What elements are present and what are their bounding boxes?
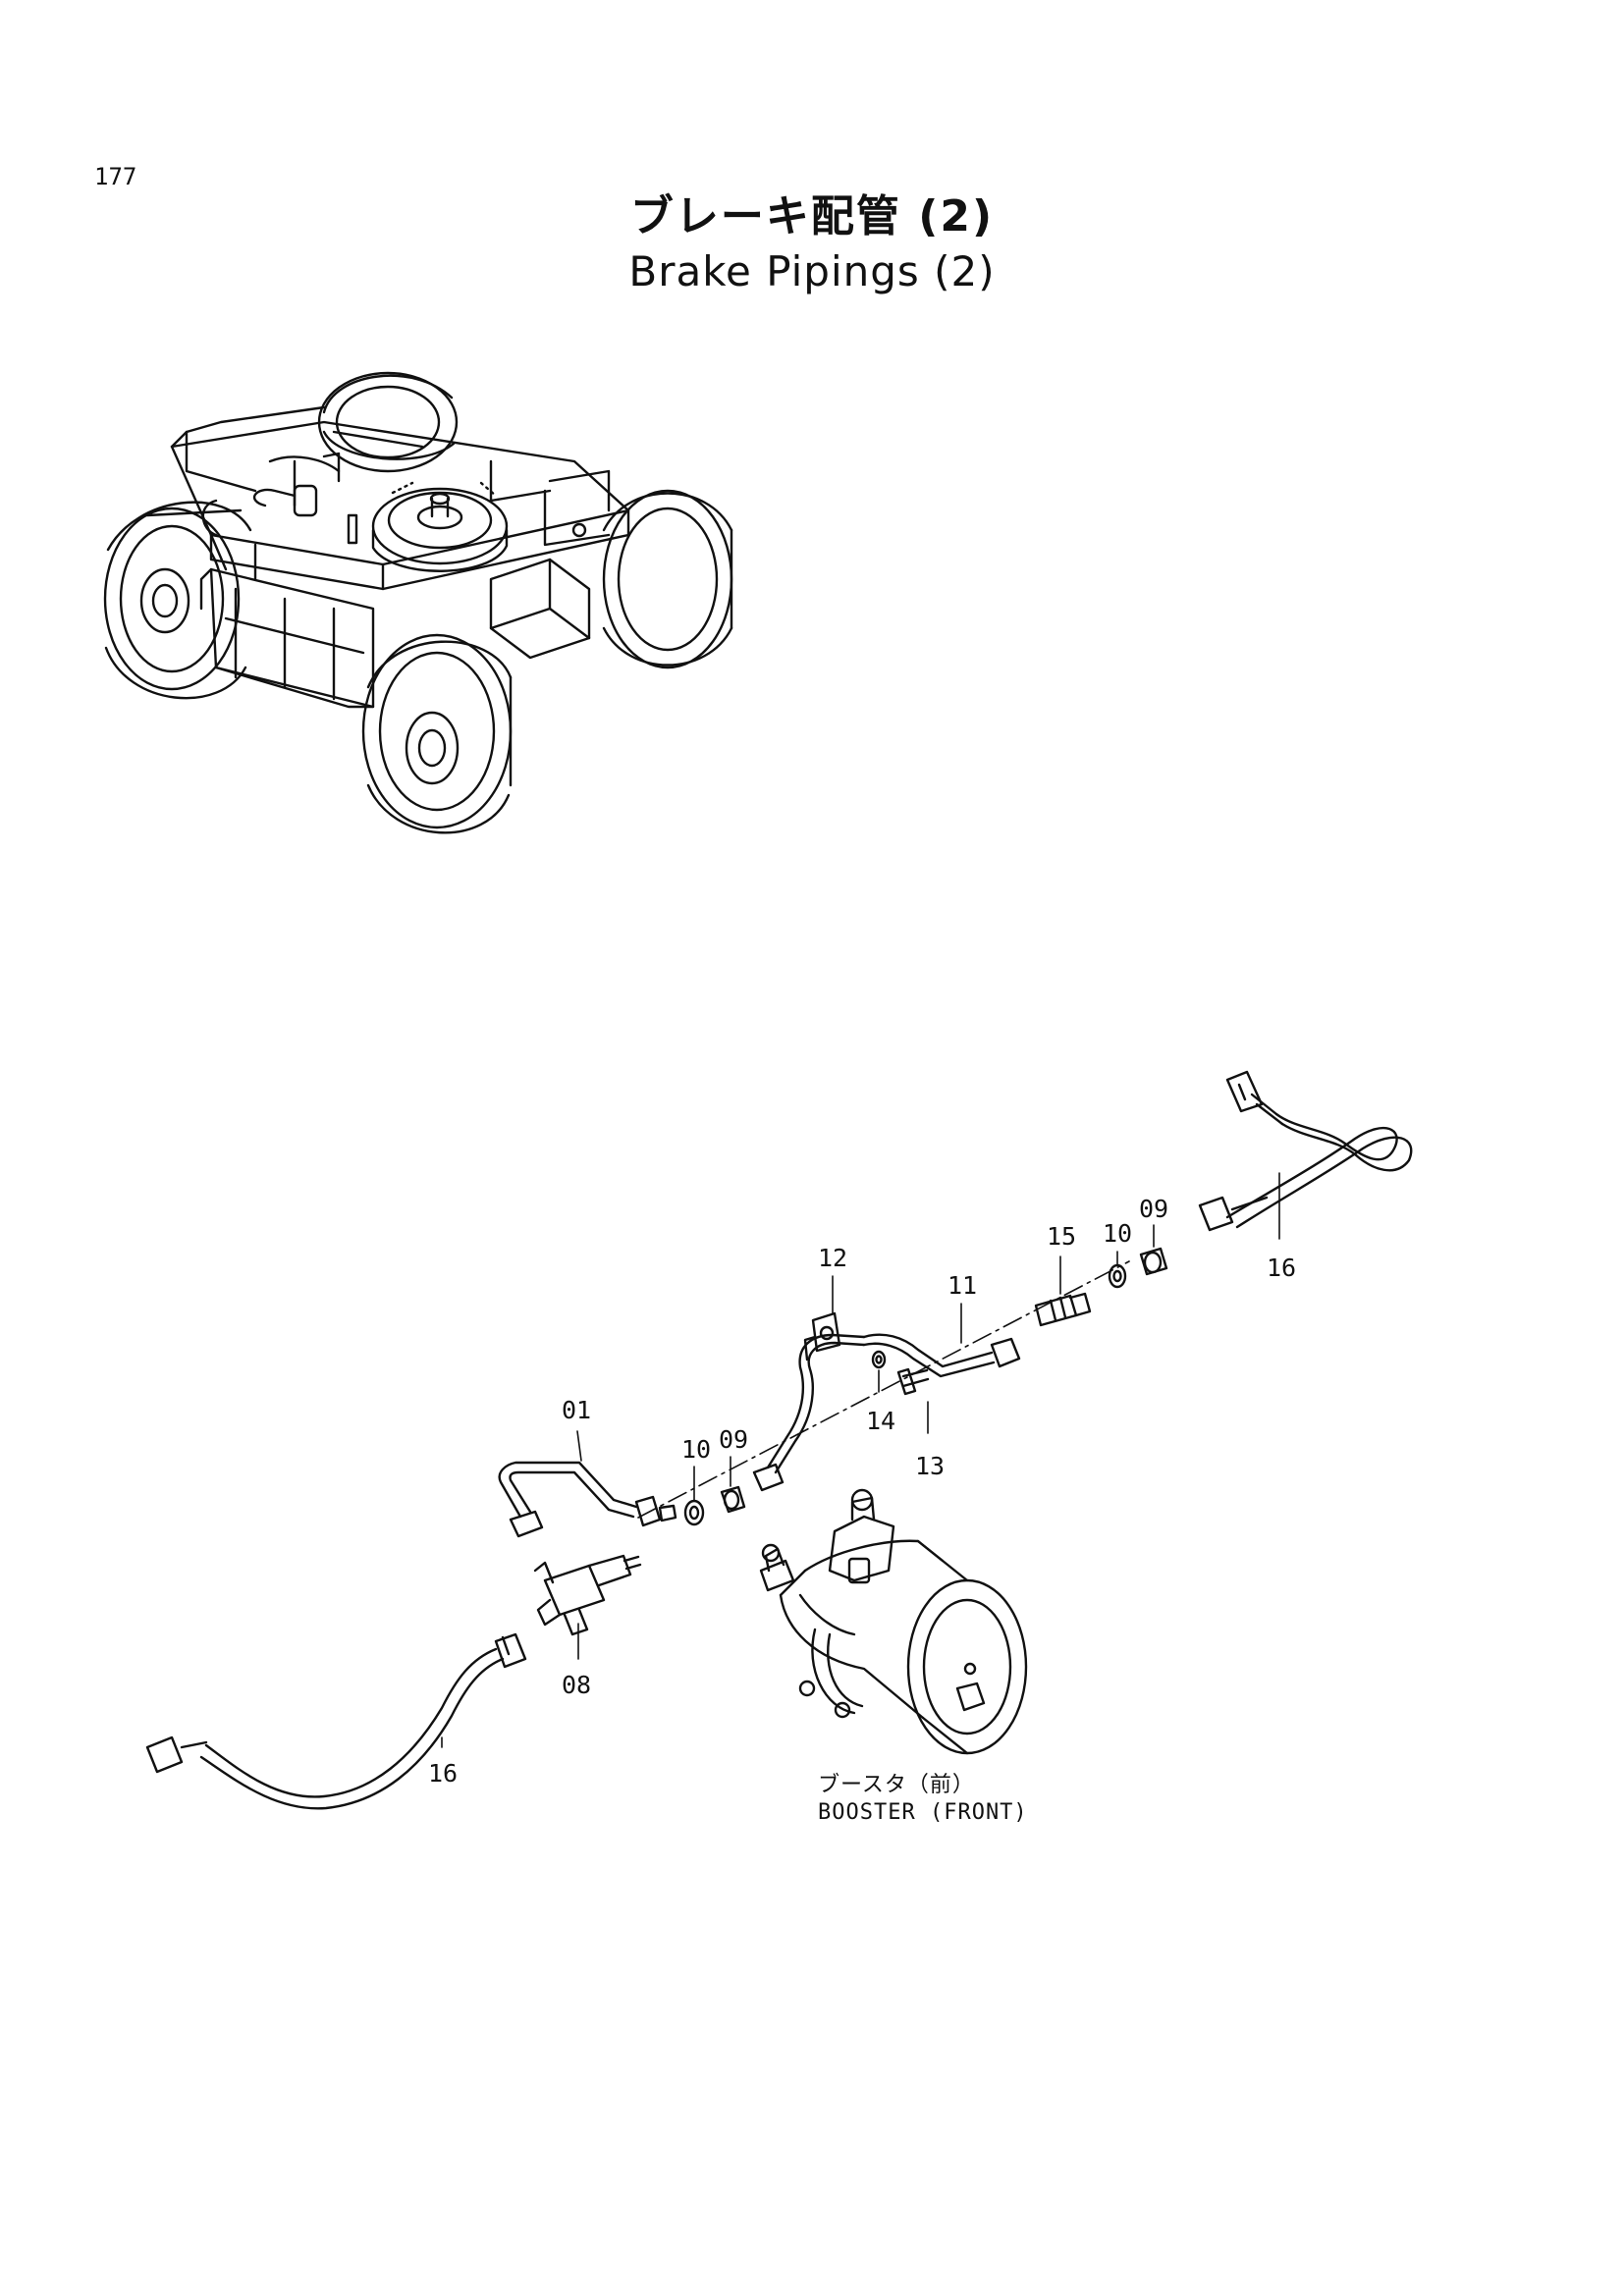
part-14-washer: [871, 1350, 887, 1369]
callout-part-09-upper: 09: [1139, 1195, 1168, 1223]
rear-left-wheel: [317, 371, 459, 473]
part-09-nut-lower: [720, 1485, 746, 1514]
callout-part-16-upper: 16: [1267, 1254, 1296, 1282]
part-11-pipe: [752, 1333, 1021, 1492]
booster-front: [759, 1488, 1028, 1755]
part-08-tee-fitting: [533, 1554, 642, 1636]
rear-right-wheel: [602, 489, 733, 669]
callout-part-01: 01: [562, 1396, 591, 1424]
part-15-adapter: [1034, 1292, 1092, 1327]
part-16-hose-lower: [145, 1632, 527, 1810]
part-09-nut-upper: [1139, 1247, 1168, 1276]
page-number: 177: [94, 163, 137, 190]
chassis-overview-illustration: [103, 371, 733, 834]
part-10-washer-lower: [683, 1499, 705, 1526]
front-left-wheel: [103, 501, 252, 700]
page-title-english: Brake Pipings (2): [628, 247, 996, 295]
assembly-center-line: [637, 1260, 1130, 1519]
page-title-japanese: ブレーキ配管 (2): [629, 191, 995, 241]
callout-part-10-lower: 10: [681, 1435, 711, 1464]
part-10-washer-upper: [1108, 1263, 1127, 1289]
frame-fittings: [201, 452, 587, 545]
callout-part-13: 13: [915, 1452, 945, 1480]
part-01-pipe: [498, 1461, 677, 1538]
part-16-hose-upper: [1198, 1070, 1413, 1232]
turntable: [371, 481, 509, 572]
part-13-bolt: [896, 1367, 930, 1396]
callout-leader-lines: [441, 1172, 1280, 1748]
callout-part-12: 12: [818, 1244, 847, 1272]
callout-part-14: 14: [866, 1407, 895, 1435]
callout-part-16-lower: 16: [428, 1759, 458, 1788]
callout-part-11: 11: [947, 1271, 977, 1300]
callout-part-09-lower: 09: [719, 1425, 748, 1454]
front-right-wheel: [361, 633, 513, 834]
callout-labels: 01 08 09 09 10 10 11 12 13 14 15 16 16: [428, 1195, 1296, 1788]
booster-label-english: BOOSTER (FRONT): [818, 1800, 1028, 1825]
callout-part-15: 15: [1047, 1222, 1076, 1251]
callout-part-08: 08: [562, 1671, 591, 1699]
part-12-clamp: [803, 1311, 841, 1362]
callout-part-10-upper: 10: [1103, 1219, 1132, 1248]
booster-label-japanese: ブースタ（前）: [818, 1773, 975, 1797]
chassis-frame: [170, 405, 630, 709]
